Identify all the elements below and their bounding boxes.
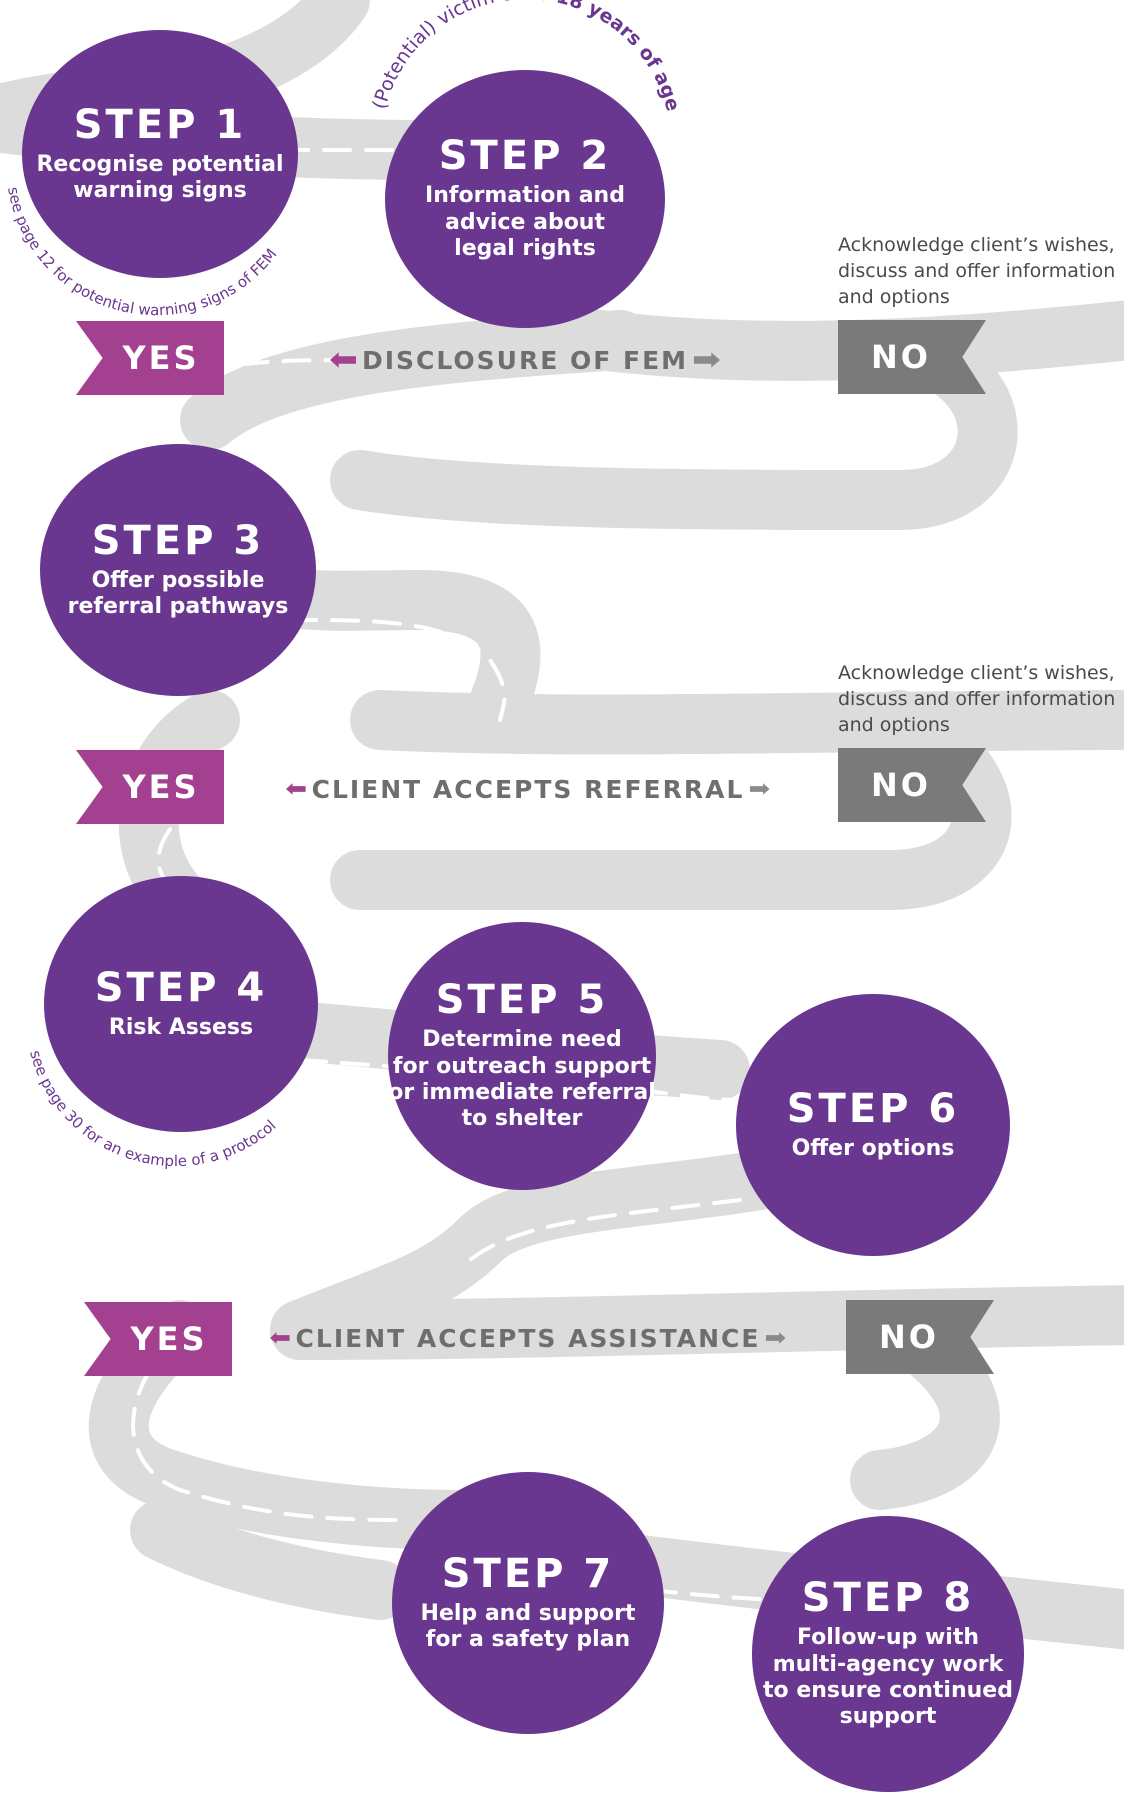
step-3-circle: STEP 3 Offer possible referral pathways [40, 444, 316, 696]
arrow-left-icon [270, 1332, 290, 1344]
step-5-circle: STEP 5 Determine need for outreach suppo… [388, 922, 656, 1190]
step-2-desc-line-3: legal rights [454, 236, 596, 262]
step-4-desc-line-1: Risk Assess [108, 1014, 254, 1040]
decision-2-label: CLIENT ACCEPTS REFERRAL [311, 774, 745, 804]
acknowledge-note-1-line-2: discuss and offer information [838, 260, 1116, 282]
acknowledge-note-1: Acknowledge client’s wishes, discuss and… [838, 232, 1115, 310]
step-7-circle: STEP 7 Help and support for a safety pla… [392, 1472, 664, 1734]
decision-3-yes-label: YES [130, 1320, 208, 1358]
acknowledge-note-2-line-2: discuss and offer information [838, 688, 1116, 710]
decision-3: CLIENT ACCEPTS ASSISTANCE [270, 1318, 786, 1358]
step-7-title: STEP 7 [441, 1550, 615, 1597]
decision-2-no-label: NO [871, 766, 931, 804]
step-8-circle: STEP 8 Follow-up with multi-agency work … [752, 1516, 1024, 1792]
step-8-desc-line-1: Follow-up with [796, 1625, 979, 1651]
decision-1-no-flag: NO [838, 320, 986, 394]
decision-1-no-label: NO [871, 338, 931, 376]
step-8-title: STEP 8 [801, 1575, 975, 1622]
step-1-title: STEP 1 [73, 101, 247, 148]
step-6-title: STEP 6 [786, 1085, 960, 1132]
step-2-desc-line-2: advice about [445, 209, 605, 235]
decision-2-no-flag: NO [838, 748, 986, 822]
step-5-desc-line-1: Determine need [422, 1027, 622, 1053]
arrow-right-icon [750, 783, 770, 795]
step-8-desc-line-2: multi-agency work [772, 1651, 1004, 1677]
decision-2: CLIENT ACCEPTS REFERRAL [286, 769, 770, 809]
step-4-circle: STEP 4 Risk Assess [44, 876, 318, 1132]
step-6-circle: STEP 6 Offer options [736, 994, 1010, 1256]
decision-1-yes-label: YES [122, 339, 200, 377]
step-5-desc-line-3: or immediate referral [388, 1080, 656, 1105]
step-5-desc-line-2: for outreach support [392, 1053, 652, 1079]
step-2-desc-line-1: Information and [425, 183, 625, 209]
decision-1-label: DISCLOSURE OF FEM [361, 345, 689, 375]
step-4-title: STEP 4 [94, 964, 268, 1011]
step-5-title: STEP 5 [435, 977, 609, 1024]
step-2-title: STEP 2 [438, 133, 612, 180]
decision-2-yes-flag: YES [76, 750, 224, 824]
step-1-circle: STEP 1 Recognise potential warning signs [22, 30, 298, 278]
decision-3-label: CLIENT ACCEPTS ASSISTANCE [295, 1323, 761, 1353]
step-5-desc-line-4: to shelter [461, 1106, 583, 1132]
arrow-right-icon [694, 352, 720, 368]
step-3-desc-line-2: referral pathways [67, 594, 289, 619]
step-7-desc-line-2: for a safety plan [425, 1627, 631, 1652]
step-2-circle: STEP 2 Information and advice about lega… [385, 70, 665, 328]
step-1-desc-line-2: warning signs [73, 178, 247, 203]
acknowledge-note-1-line-1: Acknowledge client’s wishes, [838, 234, 1115, 256]
step-8-desc-line-3: to ensure continued [763, 1678, 1013, 1703]
step-6-desc-line-1: Offer options [791, 1135, 955, 1161]
decision-3-no-flag: NO [846, 1300, 994, 1374]
step-8-desc-line-4: support [839, 1704, 937, 1730]
step-7-desc-line-1: Help and support [420, 1600, 636, 1626]
acknowledge-note-2: Acknowledge client’s wishes, discuss and… [838, 660, 1115, 738]
step-3-desc-line-1: Offer possible [91, 567, 265, 593]
step-3-title: STEP 3 [91, 517, 265, 564]
arrow-right-icon [766, 1332, 786, 1344]
decision-2-yes-label: YES [122, 768, 200, 806]
acknowledge-note-2-line-3: and options [838, 714, 950, 736]
decision-1: DISCLOSURE OF FEM [330, 340, 720, 380]
decision-3-no-label: NO [879, 1318, 939, 1356]
acknowledge-note-1-line-3: and options [838, 286, 950, 308]
arrow-left-icon [330, 352, 356, 368]
step-1-desc-line-1: Recognise potential [36, 151, 284, 177]
acknowledge-note-2-line-1: Acknowledge client’s wishes, [838, 662, 1115, 684]
arrow-left-icon [286, 783, 306, 795]
